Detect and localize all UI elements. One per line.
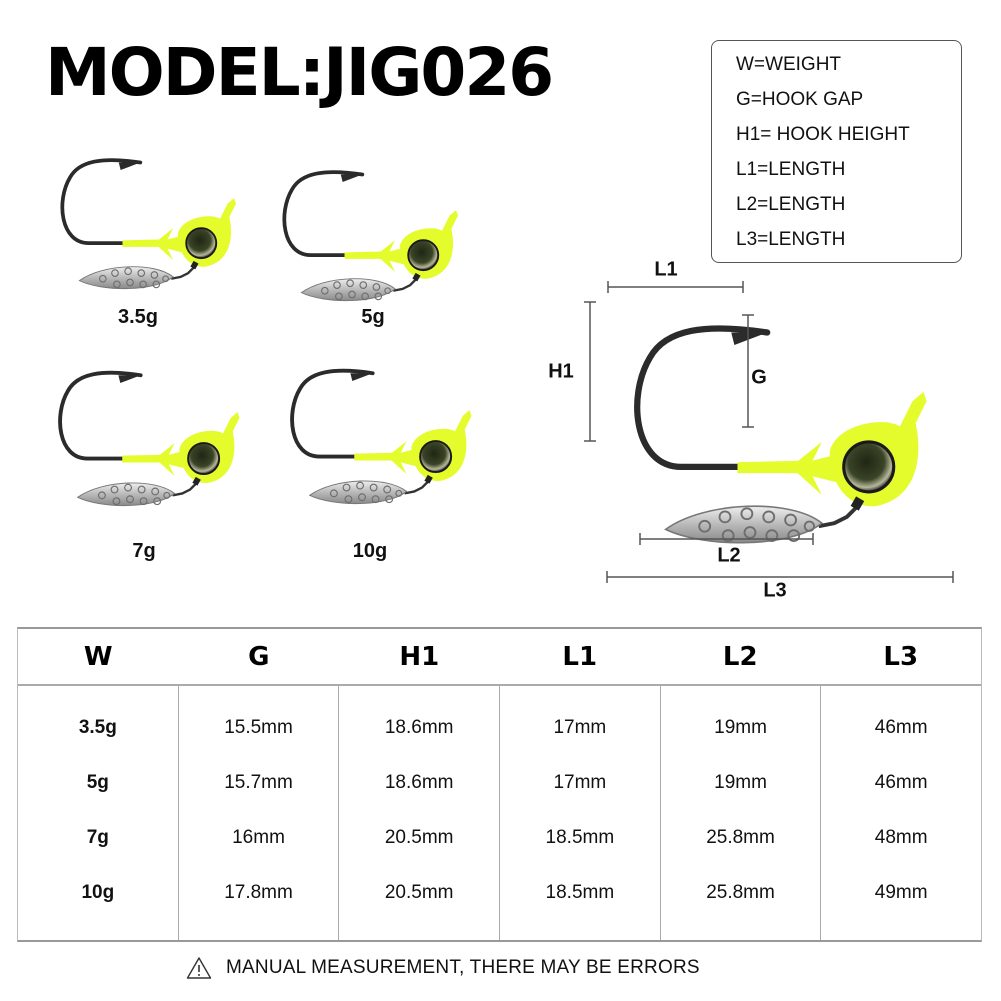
table-cell: 3.5g: [78, 717, 117, 738]
table-cell: 49mm: [874, 882, 928, 903]
jig-lure-icon: [40, 140, 250, 290]
table-cell: 18.6mm: [384, 717, 454, 738]
table-cell: 20.5mm: [384, 882, 454, 903]
jig-lure-icon: [262, 152, 472, 302]
table-header-l2: L2: [722, 641, 758, 672]
spec-table: W G H1 L1 L2 L3 3.5g 5g 7g 10g 15.5mm 15…: [17, 627, 982, 942]
table-cell: 46mm: [874, 772, 928, 793]
legend-item-l3: L3=LENGTH: [736, 229, 846, 250]
table-column-h1: 18.6mm 18.6mm 20.5mm 20.5mm: [339, 686, 501, 940]
table-cell: 15.5mm: [224, 717, 293, 738]
table-column-w: 3.5g 5g 7g 10g: [18, 686, 179, 940]
lure-label-5g: 5g: [361, 306, 385, 328]
table-header-l1: L1: [562, 641, 598, 672]
table-cell: 48mm: [874, 827, 928, 848]
table-body: 3.5g 5g 7g 10g 15.5mm 15.7mm 16mm 17.8mm…: [18, 686, 981, 940]
legend-box: W=WEIGHT G=HOOK GAP H1= HOOK HEIGHT L1=L…: [711, 40, 962, 263]
legend-item-l2: L2=LENGTH: [736, 194, 846, 215]
table-header-h1: H1: [399, 641, 440, 672]
legend-item-weight: W=WEIGHT: [736, 54, 842, 75]
lure-label-7g: 7g: [132, 540, 156, 562]
measurement-warning: MANUAL MEASUREMENT, THERE MAY BE ERRORS: [186, 956, 700, 980]
table-cell: 46mm: [874, 717, 928, 738]
dim-label-l2: L2: [717, 544, 741, 567]
table-header-g: G: [248, 641, 270, 672]
table-header-l3: L3: [883, 641, 919, 672]
jig-lure-diagram-icon: [605, 295, 945, 545]
table-cell: 5g: [86, 772, 109, 793]
dim-label-h1: H1: [548, 360, 574, 383]
table-cell: 18.5mm: [545, 882, 615, 903]
table-column-g: 15.5mm 15.7mm 16mm 17.8mm: [179, 686, 340, 940]
table-cell: 17mm: [553, 772, 607, 793]
legend-item-hook-gap: G=HOOK GAP: [736, 89, 864, 110]
warning-triangle-icon: [186, 957, 212, 979]
lure-label-3-5g: 3.5g: [117, 306, 159, 328]
jig-lure-icon: [270, 350, 485, 505]
dim-label-l1: L1: [654, 258, 678, 281]
warning-text: MANUAL MEASUREMENT, THERE MAY BE ERRORS: [226, 957, 700, 978]
legend-item-hook-height: H1= HOOK HEIGHT: [736, 124, 910, 145]
table-cell: 15.7mm: [224, 772, 293, 793]
table-cell: 17.8mm: [224, 882, 293, 903]
table-cell: 16mm: [232, 827, 285, 848]
table-cell: 25.8mm: [706, 882, 775, 903]
model-title: MODEL:JIG026: [45, 34, 554, 111]
table-cell: 7g: [86, 827, 109, 848]
table-column-l2: 19mm 19mm 25.8mm 25.8mm: [661, 686, 822, 940]
table-cell: 25.8mm: [706, 827, 775, 848]
legend-item-l1: L1=LENGTH: [736, 159, 846, 180]
lure-label-10g: 10g: [352, 540, 388, 562]
dim-label-g: G: [751, 366, 767, 389]
table-column-l3: 46mm 46mm 48mm 49mm: [821, 686, 981, 940]
table-cell: 19mm: [714, 772, 767, 793]
table-header-w: W: [83, 641, 113, 672]
table-cell: 18.5mm: [545, 827, 615, 848]
table-cell: 10g: [81, 882, 115, 903]
table-cell: 17mm: [553, 717, 607, 738]
table-column-l1: 17mm 17mm 18.5mm 18.5mm: [500, 686, 661, 940]
table-header-row: W G H1 L1 L2 L3: [18, 629, 981, 686]
table-cell: 19mm: [714, 717, 767, 738]
table-cell: 20.5mm: [384, 827, 454, 848]
jig-lure-icon: [38, 352, 253, 507]
dim-label-l3: L3: [763, 579, 787, 602]
table-cell: 18.6mm: [384, 772, 454, 793]
